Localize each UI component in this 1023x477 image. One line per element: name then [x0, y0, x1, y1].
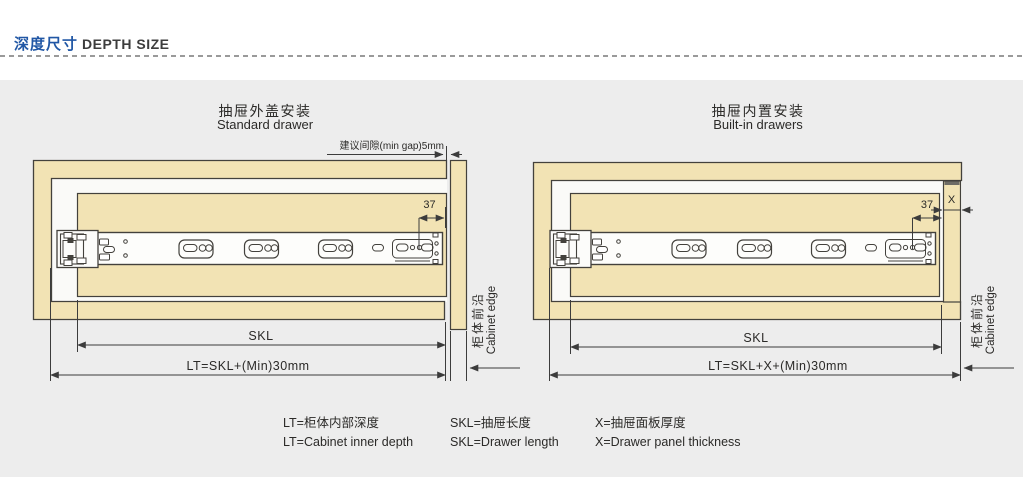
right-cabinet-edge-label: 柜体前沿 Cabinet edge — [970, 273, 1000, 367]
left-title-zh: 抽屉外盖安装 — [218, 103, 312, 119]
left-cabinet-edge-label: 柜体前沿 Cabinet edge — [471, 273, 501, 367]
left-gap-note: 建议间隙(min gap)5mm — [339, 141, 444, 152]
header-title-zh: 深度尺寸 — [14, 36, 79, 53]
left-lt-formula: LT=SKL+(Min)30mm — [186, 359, 310, 373]
left-dimensions — [50, 146, 520, 381]
left-cabinet-edge-en: Cabinet edge — [486, 285, 498, 355]
left-drawer-front-panel — [449, 159, 468, 331]
legend-skl-zh: SKL=抽屉长度 — [450, 416, 531, 430]
legend-skl-en: SKL=Drawer length — [450, 435, 559, 449]
left-cabinet-edge-zh: 柜体前沿 — [471, 292, 485, 349]
right-title-en: Built-in drawers — [713, 117, 803, 132]
legend-lt-zh: LT=柜体内部深度 — [283, 416, 379, 430]
left-slide-assembly — [56, 192, 448, 298]
left-title-en: Standard drawer — [216, 117, 314, 132]
legend-item-skl: SKL=抽屉长度 SKL=Drawer length — [450, 414, 559, 452]
legend-x-zh: X=抽屉面板厚度 — [595, 416, 686, 430]
left-dim-37-label: 37 — [423, 199, 436, 211]
legend-x-en: X=Drawer panel thickness — [595, 435, 741, 449]
left-skl-label: SKL — [248, 329, 274, 343]
right-dimensions — [549, 206, 1014, 381]
legend-item-x: X=抽屉面板厚度 X=Drawer panel thickness — [595, 414, 741, 452]
right-title-zh: 抽屉内置安装 — [711, 103, 805, 119]
right-cabinet-edge-zh: 柜体前沿 — [970, 292, 984, 349]
right-dim-37-label: 37 — [920, 199, 934, 211]
right-slide-assembly — [550, 194, 940, 297]
header-title-en: DEPTH SIZE — [82, 36, 170, 52]
right-cabinet-edge-en: Cabinet edge — [985, 285, 997, 355]
right-drawer-front-panel — [942, 180, 962, 303]
right-lt-formula: LT=SKL+X+(Min)30mm — [708, 359, 848, 373]
legend-item-lt: LT=柜体内部深度 LT=Cabinet inner depth — [283, 414, 413, 452]
right-dim-x-label: X — [947, 194, 956, 206]
right-skl-label: SKL — [743, 331, 769, 345]
legend-lt-en: LT=Cabinet inner depth — [283, 435, 414, 449]
header-divider — [0, 55, 1023, 57]
